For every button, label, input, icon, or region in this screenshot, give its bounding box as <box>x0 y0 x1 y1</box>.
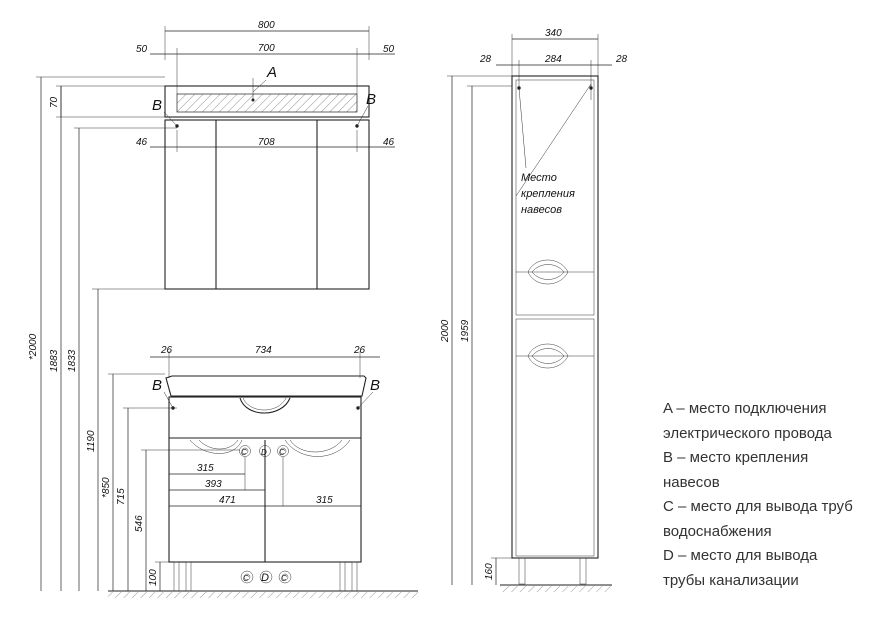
dim-cab-26-right: 26 <box>353 345 366 356</box>
dim-col-28-right: 28 <box>615 54 628 65</box>
dim-door-708: 708 <box>258 137 275 148</box>
dim-col-340: 340 <box>545 28 562 39</box>
label-b-mirror-right: B <box>366 91 376 108</box>
legend-line-4: навесов <box>663 473 720 491</box>
label-c-upper-right: C <box>279 448 285 457</box>
dim-col-28-left: 28 <box>479 54 492 65</box>
dim-height-1833: 1833 <box>67 349 78 372</box>
mount-note-line-1: Место <box>521 172 557 184</box>
dim-door-46-right: 46 <box>383 137 395 148</box>
dim-height-715: 715 <box>116 488 127 505</box>
legend-line-3: B – место крепления <box>663 449 809 466</box>
label-c-lower-right: C <box>281 574 287 583</box>
height-dimensions: *2000 70 1883 1833 1190 *850 715 546 100 <box>28 76 240 591</box>
mount-note-line-2: крепления <box>521 188 575 200</box>
label-c-lower-left: C <box>243 574 249 583</box>
dim-col-1959: 1959 <box>460 319 471 342</box>
legend-line-8: трубы канализации <box>663 571 799 589</box>
dim-door-46-left: 46 <box>136 137 148 148</box>
dim-height-546: 546 <box>134 515 145 532</box>
dim-height-70: 70 <box>49 96 60 108</box>
legend-line-7: D – место для вывода <box>663 547 818 564</box>
dim-col-160: 160 <box>484 563 495 580</box>
dim-cab-315-right: 315 <box>316 495 333 506</box>
dim-cab-315: 315 <box>197 463 214 474</box>
dim-cab-393: 393 <box>205 479 222 490</box>
dim-height-1190: 1190 <box>86 430 97 452</box>
label-d-upper: D <box>261 448 267 457</box>
label-b-mirror-left: B <box>152 97 162 114</box>
tall-column: 340 28 284 28 Место крепления навесов <box>440 28 628 592</box>
legend-line-6: водоснабжения <box>663 522 772 540</box>
mirror-cabinet: 800 50 700 50 A B B 46 708 46 <box>136 20 395 290</box>
legend-line-5: C – место для вывода труб <box>663 498 853 515</box>
vanity-cabinet: 26 734 26 B B C D C <box>108 345 418 598</box>
mount-note-line-3: навесов <box>521 204 562 216</box>
dim-height-100: 100 <box>148 569 159 586</box>
label-c-upper-left: C <box>241 448 247 457</box>
label-a: A <box>266 64 277 81</box>
dim-mirror-50-right: 50 <box>383 44 395 55</box>
legend-line-1: A – место подключения <box>663 400 827 417</box>
dim-height-850: *850 <box>101 477 112 498</box>
dim-mirror-800: 800 <box>258 20 275 31</box>
dim-mirror-50-left: 50 <box>136 44 148 55</box>
dim-cab-471: 471 <box>219 495 236 506</box>
dim-height-1883: 1883 <box>49 349 60 372</box>
label-b-cab-right: B <box>370 377 380 394</box>
pipe-symbols-upper: C D C <box>239 445 289 457</box>
dim-col-2000: 2000 <box>440 319 451 343</box>
dim-height-2000: *2000 <box>28 333 39 360</box>
dim-mirror-700: 700 <box>258 43 275 54</box>
pipe-symbols-lower: C D C <box>240 570 292 584</box>
dim-col-284: 284 <box>544 54 562 65</box>
dim-cab-26-left: 26 <box>160 345 173 356</box>
legend-line-2: электрического провода <box>663 424 832 442</box>
dim-cab-734: 734 <box>255 345 272 356</box>
label-d-lower: D <box>261 572 269 584</box>
label-b-cab-left: B <box>152 377 162 394</box>
legend: A – место подключения электрического про… <box>663 397 893 593</box>
